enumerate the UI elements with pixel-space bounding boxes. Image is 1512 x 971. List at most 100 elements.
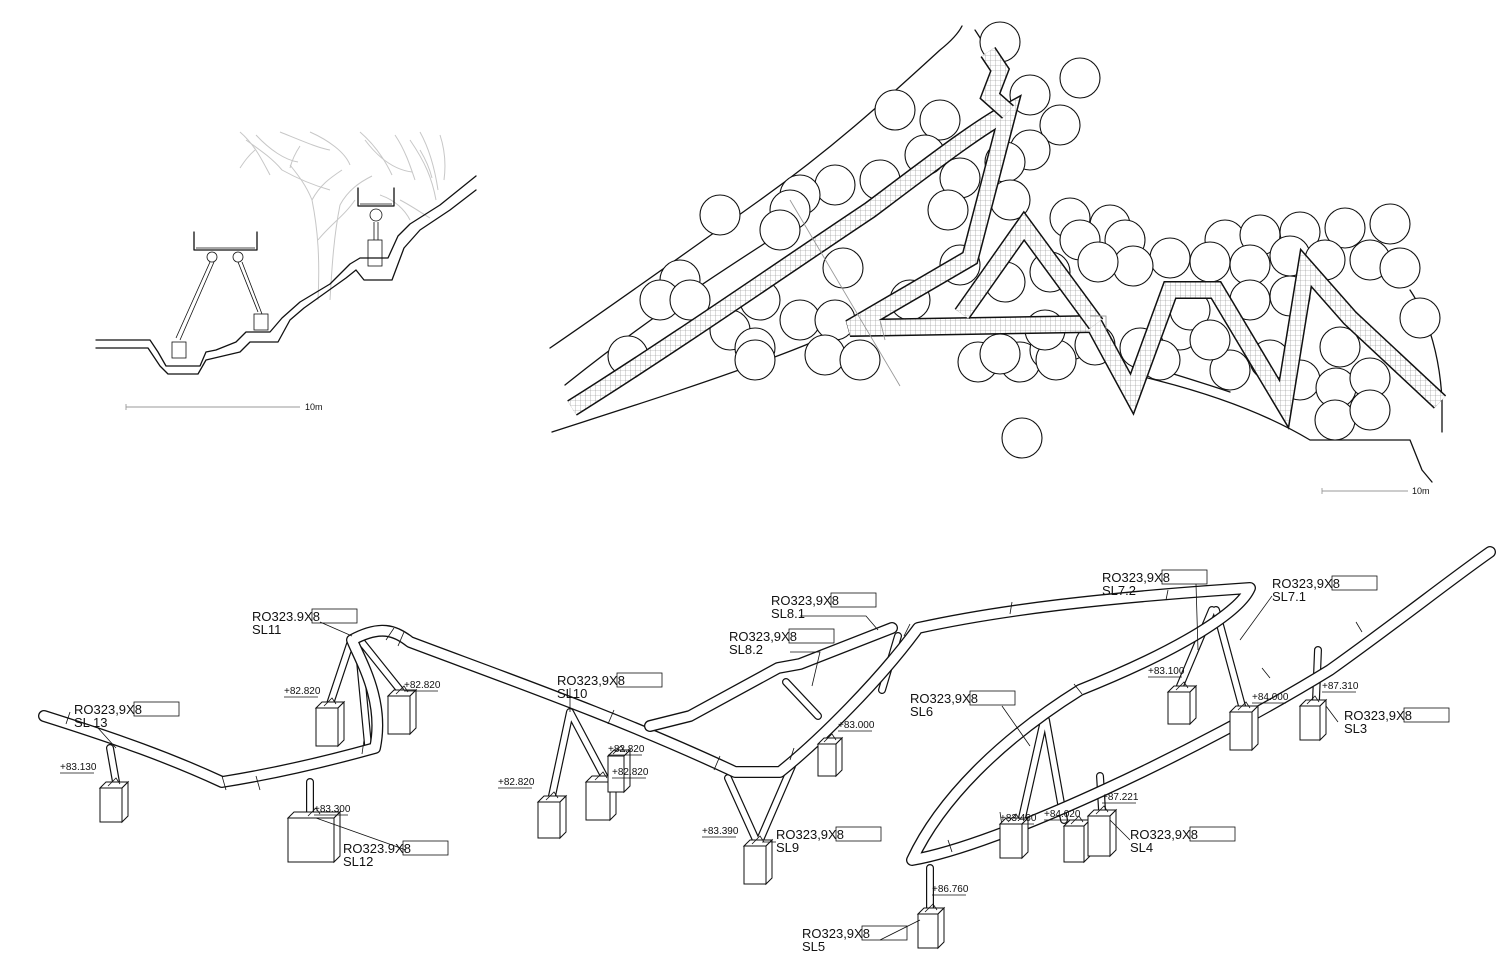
plan-terrain-lower [1134,374,1433,483]
member-profile: RO323.9X8 [343,841,411,856]
boardwalk-path [567,47,1447,430]
tree-canopy-67 [1001,417,1043,459]
footing-block-6 [606,745,632,794]
elevation-12: +86.760 [932,884,969,895]
member-profile: RO323,9X8 [1130,827,1198,842]
tree-canopy-57 [1209,349,1251,391]
tree-canopy-27 [1149,237,1191,279]
section-view: 10m [95,131,477,412]
footing-3 [367,239,383,267]
tree-canopy-44 [779,299,821,341]
footing-block-4 [536,791,568,840]
tree-canopy-33 [1379,247,1421,289]
section-scale-label: 10m [305,402,323,412]
footing-block-14 [1228,701,1260,752]
plan-tree-canopies [607,21,1441,459]
tree-canopy-25 [1324,207,1366,249]
member-id: SL5 [802,939,825,954]
elevation-15: +87.310 [1322,681,1359,692]
member-id: SL12 [343,854,373,869]
member-profile: RO323.9X8 [252,609,320,624]
elevation-5: +82.820 [608,744,645,755]
tree-canopy-17 [927,189,969,231]
member-id: SL8.2 [729,642,763,657]
plan-view: 10m [549,21,1447,496]
footing-1 [171,341,187,359]
member-id: SL3 [1344,721,1367,736]
elevation-4: +82.820 [498,777,535,788]
tree-canopy-15 [699,194,741,236]
member-id: SL8.1 [771,606,805,621]
tree-canopy-51 [979,333,1021,375]
elevation-0: +83.130 [60,762,97,773]
member-profile: RO323,9X8 [74,702,142,717]
elevation-1: +83.300 [314,804,351,815]
elevation-14: +84.000 [1252,692,1289,703]
member-profile: RO323,9X8 [557,673,625,688]
tree-canopy-2 [1009,74,1051,116]
footing-block-9 [916,903,946,950]
member-profile: RO323,9X8 [910,691,978,706]
tree-canopy-11 [814,164,856,206]
elevation-6: +82.820 [612,767,649,778]
member-id: SL7.2 [1102,583,1136,598]
tree-canopy-3 [874,89,916,131]
tree-canopy-68 [1319,326,1361,368]
tree-canopy-40 [822,247,864,289]
elevation-13: +83.100 [1148,666,1185,677]
section-walkway-frames [193,187,395,251]
tree-canopy-26 [1369,203,1411,245]
member-id: SL7.1 [1272,589,1306,604]
section-posts [175,208,383,341]
member-id: SL 13 [74,715,108,730]
member-profile: RO323,9X8 [802,926,870,941]
plan-terrain-upper [549,25,963,349]
footing-block-3 [386,685,418,736]
footing-block-13 [1166,681,1198,726]
footing-block-8 [816,733,844,778]
member-profile: RO323,9X8 [1102,570,1170,585]
tree-canopy-72 [804,334,846,376]
tree-canopy-1 [1059,57,1101,99]
footing-block-2 [314,697,346,748]
tree-canopy-29 [1229,244,1271,286]
footing-block-10 [998,813,1030,860]
footing-block-12 [1086,805,1118,858]
tree-canopy-16 [759,209,801,251]
tree-canopy-71 [734,339,776,381]
tree-canopy-28 [1189,241,1231,283]
elevation-9: +83.460 [1000,813,1037,824]
footing-block-15 [1298,695,1328,742]
terrain-line [95,175,477,367]
plan-scale-label: 10m [1412,486,1430,496]
tree-canopy-65 [1314,399,1356,441]
elevation-8: +83.000 [838,720,875,731]
footing-blocks [98,681,1328,950]
member-id: SL10 [557,686,587,701]
member-profile: RO323,9X8 [776,827,844,842]
elevation-3: +82.820 [404,680,441,691]
elevation-11: +87.221 [1102,792,1139,803]
footing-block-7 [742,835,774,886]
member-profile: RO323,9X8 [1272,576,1340,591]
member-id: SL4 [1130,840,1153,855]
tree-canopy-77 [1189,319,1231,361]
elevation-7: +83.390 [702,826,739,837]
tree-canopy-64 [1399,297,1441,339]
tree-canopy-34 [1112,245,1154,287]
elevation-marks: +83.130 +83.300 +82.820 +82.820 +82.820 +82.8… [60,666,1359,896]
tree-canopy-5 [1039,104,1081,146]
member-id: SL9 [776,840,799,855]
member-profile: RO323,9X8 [771,593,839,608]
